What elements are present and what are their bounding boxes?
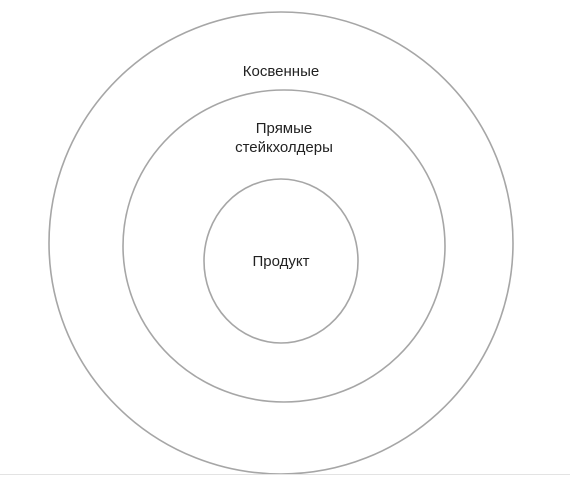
middle-ring-direct-stakeholders xyxy=(122,89,446,403)
middle-ring-label-line2: стейкхолдеры xyxy=(235,139,333,156)
bottom-divider xyxy=(0,474,570,475)
inner-ring-label: Продукт xyxy=(253,253,310,270)
middle-ring-label-line1: Прямые xyxy=(256,120,313,137)
outer-ring-label: Косвенные xyxy=(243,63,319,80)
inner-ring-product xyxy=(203,178,359,344)
outer-ring-indirect xyxy=(48,11,514,475)
